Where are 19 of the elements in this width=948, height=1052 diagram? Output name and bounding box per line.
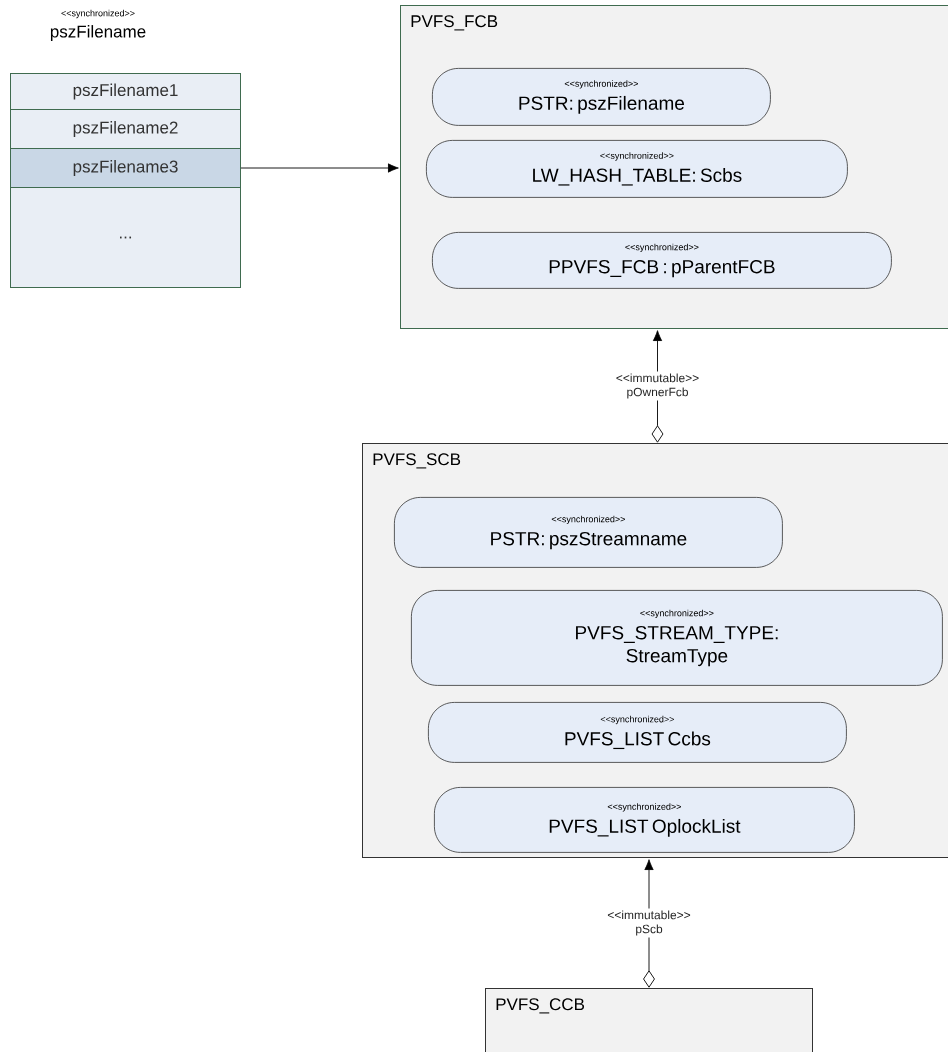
class-box: PVFS_CCB xyxy=(485,988,813,1052)
attribute-pill: <<synchronized>> LW_HASH_TABLE: Scbs xyxy=(426,140,848,198)
stereotype-label: <<synchronized>> xyxy=(61,9,135,19)
array-cell: pszFilename2 xyxy=(10,109,241,149)
attribute-pill: <<synchronized>> PVFS_STREAM_TYPE: StreamType xyxy=(411,590,943,686)
array-cell: ... xyxy=(10,187,241,288)
attribute-pill: <<synchronized>> PVFS_LIST Ccbs xyxy=(428,702,847,763)
association-arrow xyxy=(651,330,664,443)
attribute-pill: <<synchronized>> PPVFS_FCB : pParentFCB xyxy=(432,232,892,289)
association-arrow xyxy=(643,859,655,988)
array-cell: pszFilename3 xyxy=(10,148,241,188)
attribute-pill: <<synchronized>> PSTR: pszStreamname xyxy=(394,497,783,568)
attribute-pill: <<synchronized>> PVFS_LIST OplockList xyxy=(434,787,855,853)
array-name: pszFilename xyxy=(50,25,146,41)
edge-label: <<immutable>> pOwnerFcb xyxy=(605,371,710,401)
array-cell: pszFilename1 xyxy=(10,73,241,110)
edge-label: <<immutable>> pScb xyxy=(597,908,701,938)
association-arrow xyxy=(240,163,399,173)
attribute-pill: <<synchronized>> PSTR: pszFilename xyxy=(432,68,771,126)
